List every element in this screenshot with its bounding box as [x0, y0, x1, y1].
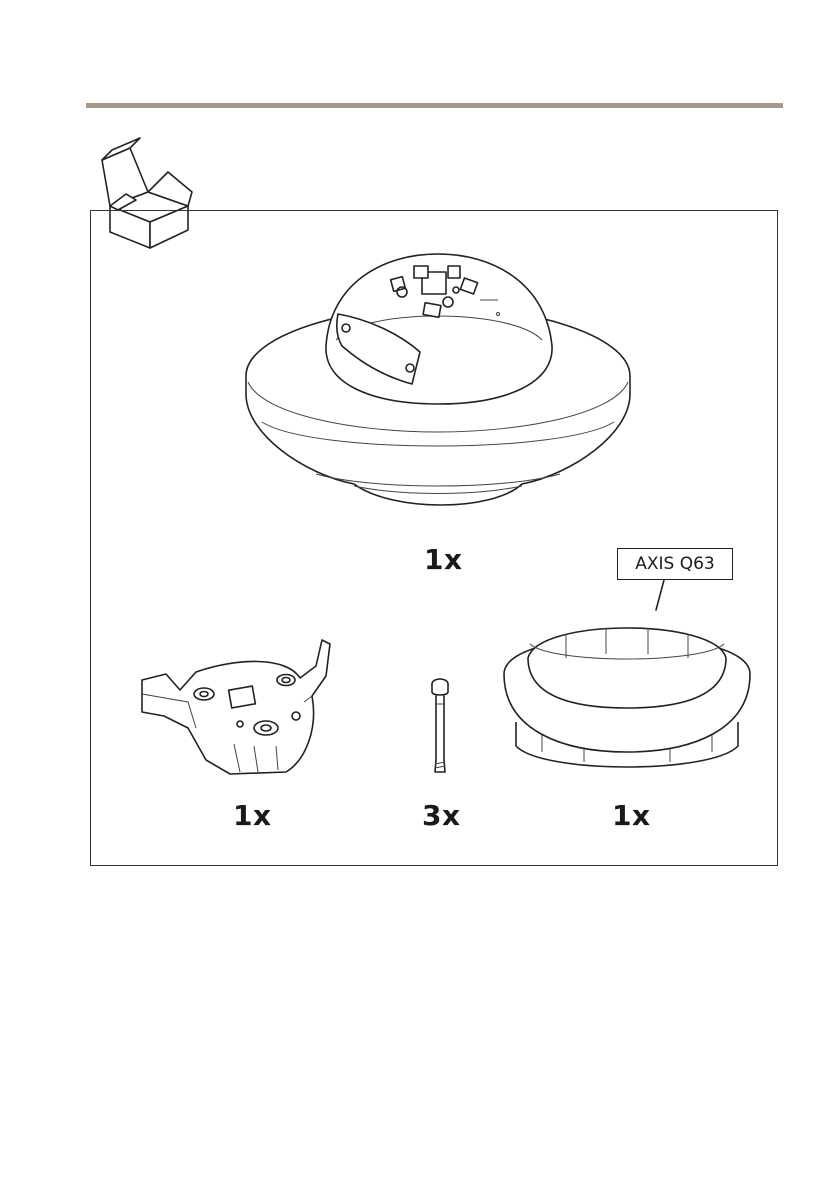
mounting-bracket-illustration: [136, 632, 332, 778]
bracket-quantity: 1x: [233, 802, 272, 830]
header-rule: [86, 103, 783, 108]
model-callout: AXIS Q63: [617, 548, 733, 580]
dome-camera-quantity: 1x: [424, 546, 463, 574]
ring-adapter-illustration: [502, 604, 752, 782]
dome-camera-illustration: [242, 244, 634, 524]
screw-illustration: [426, 676, 454, 778]
ring-adapter-quantity: 1x: [612, 802, 651, 830]
screw-quantity: 3x: [422, 802, 461, 830]
